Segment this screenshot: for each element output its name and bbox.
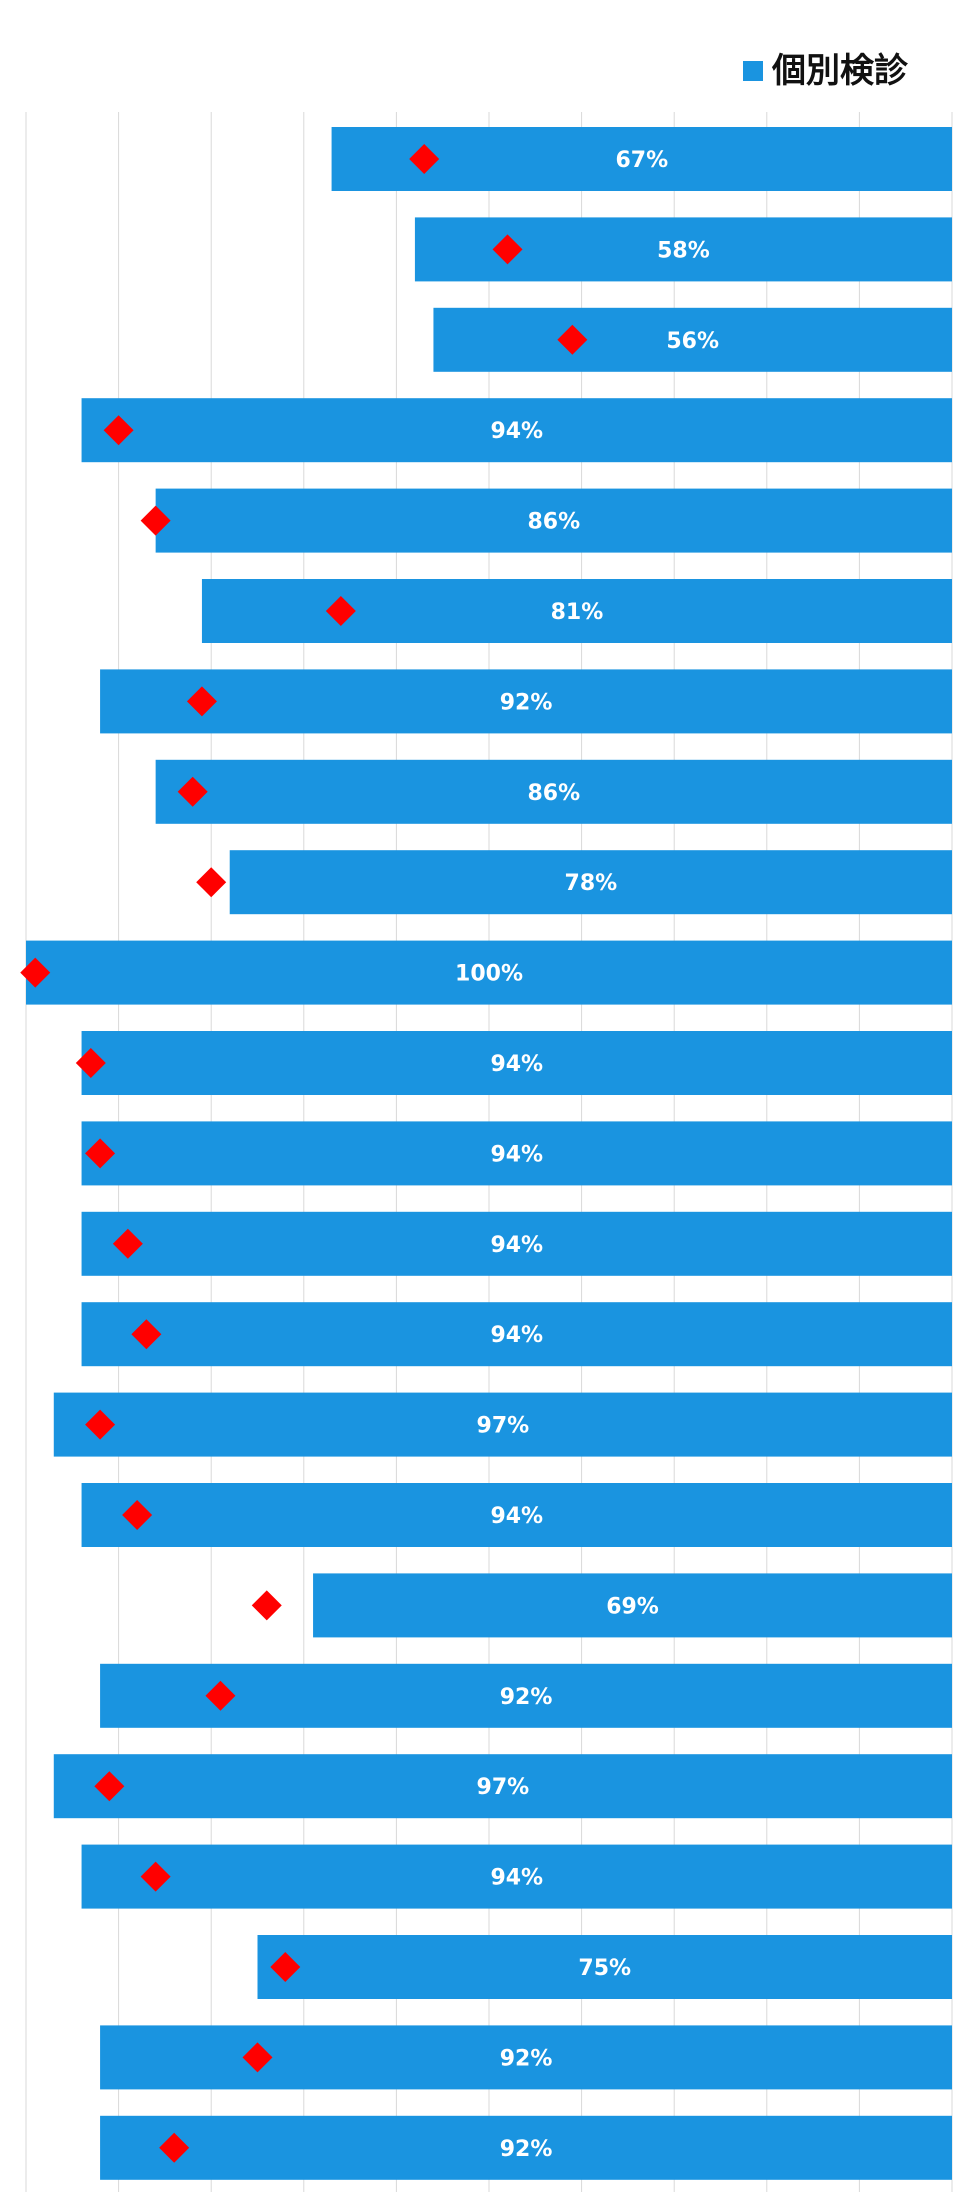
bar xyxy=(26,940,952,1005)
bar-value-label: 94% xyxy=(490,1323,543,1348)
marker-diamond xyxy=(196,867,227,898)
marker-diamond xyxy=(75,1048,106,1078)
bar-value-label: 92% xyxy=(500,2046,553,2071)
marker-diamond xyxy=(85,1138,116,1169)
bar-value-label: 94% xyxy=(490,419,543,444)
bar xyxy=(229,850,953,915)
bar-value-label: 92% xyxy=(500,1685,553,1710)
bar xyxy=(313,1573,952,1638)
marker-diamond xyxy=(131,1319,162,1350)
bar xyxy=(53,1754,952,1819)
markers xyxy=(20,144,588,2163)
bar-labels: 67% 58% 56% 94% 86% 81% 92% 86% 78% 100% 94% 94% 94%… xyxy=(455,148,719,2162)
bar xyxy=(81,1483,952,1547)
bar xyxy=(81,1031,952,1095)
marker-diamond xyxy=(409,144,440,174)
bar xyxy=(155,759,952,824)
legend-swatch xyxy=(743,61,763,81)
marker-diamond xyxy=(159,2132,190,2163)
bar xyxy=(155,488,952,553)
marker-diamond xyxy=(251,1590,282,1621)
bar xyxy=(53,1392,952,1457)
bar-value-label: 97% xyxy=(477,1414,530,1439)
marker-diamond xyxy=(492,234,523,265)
bar-value-label: 81% xyxy=(551,600,604,625)
bars xyxy=(26,127,953,2180)
marker-diamond xyxy=(103,415,134,446)
bar-value-label: 86% xyxy=(527,510,580,535)
marker-diamond xyxy=(242,2042,273,2073)
marker-diamond xyxy=(94,1771,125,1802)
marker-diamond xyxy=(557,324,588,355)
bar-value-label: 58% xyxy=(657,238,710,263)
marker-diamond xyxy=(270,1952,301,1982)
marker-diamond xyxy=(186,686,217,717)
bar-value-label: 69% xyxy=(606,1594,659,1619)
bar-value-label: 100% xyxy=(455,962,523,987)
bar xyxy=(100,2025,952,2090)
bar xyxy=(81,1211,952,1276)
marker-diamond xyxy=(140,1861,171,1892)
marker-diamond xyxy=(325,596,356,626)
bar xyxy=(81,1302,952,1367)
bar-value-label: 75% xyxy=(578,1956,631,1981)
bar-value-label: 86% xyxy=(527,781,580,806)
bar xyxy=(257,1935,952,1999)
bar-value-label: 94% xyxy=(490,1052,543,1077)
marker-diamond xyxy=(112,1228,143,1259)
bar-value-label: 94% xyxy=(490,1142,543,1167)
legend-label: 個別検診 xyxy=(771,51,909,91)
bar-value-label: 78% xyxy=(565,871,618,896)
marker-diamond xyxy=(20,957,51,988)
bar xyxy=(100,1663,952,1728)
marker-diamond xyxy=(85,1409,116,1440)
marker-diamond xyxy=(177,776,208,807)
bar-value-label: 92% xyxy=(500,690,553,715)
bar xyxy=(81,398,952,463)
bar-value-label: 67% xyxy=(615,148,668,173)
bar xyxy=(100,669,952,734)
bar xyxy=(433,307,952,372)
marker-diamond xyxy=(140,505,171,536)
marker-diamond xyxy=(205,1680,236,1711)
bar xyxy=(81,1121,952,1186)
bar-value-label: 94% xyxy=(490,1504,543,1529)
bar-value-label: 92% xyxy=(500,2137,553,2162)
bar-value-label: 94% xyxy=(490,1233,543,1258)
legend: 個別検診 xyxy=(743,51,909,91)
bar xyxy=(100,2115,952,2180)
marker-diamond xyxy=(122,1500,153,1530)
bar-value-label: 97% xyxy=(477,1775,530,1800)
bar-value-label: 56% xyxy=(666,329,719,354)
bar-value-label: 94% xyxy=(490,1866,543,1891)
bar xyxy=(81,1844,952,1909)
